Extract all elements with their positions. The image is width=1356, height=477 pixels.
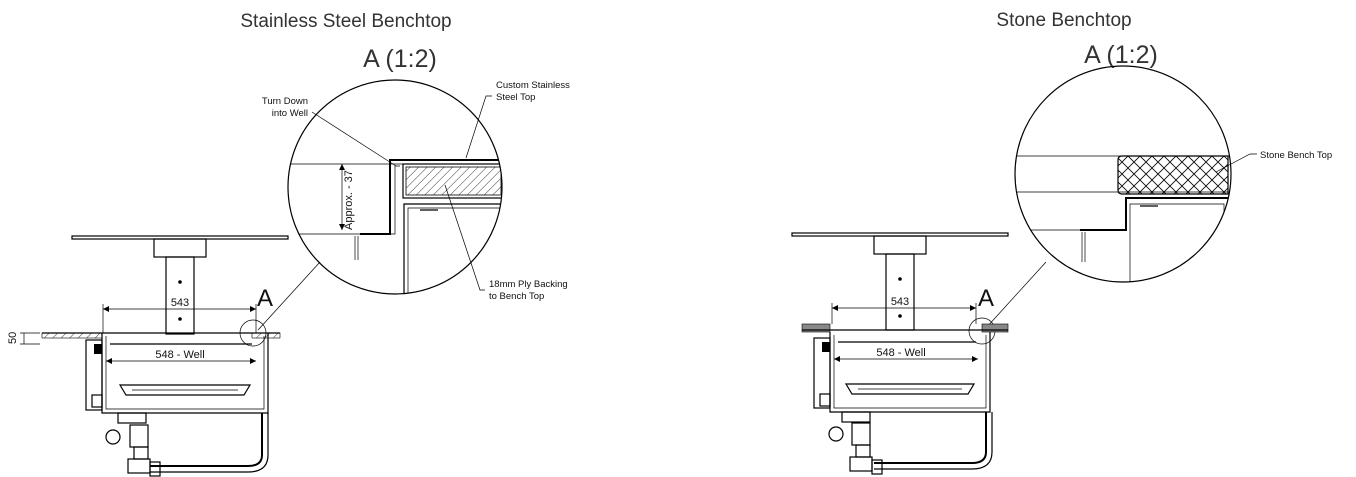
right-dimensions: 543 548 - Well bbox=[831, 296, 978, 362]
left-detail-marker: A bbox=[257, 285, 273, 312]
ply-backing-label-line1: 18mm Ply Backing bbox=[489, 279, 568, 290]
left-panel: Stainless Steel Benchtop A (1:2) Approx. bbox=[7, 11, 570, 477]
right-detail-marker: A bbox=[978, 285, 994, 312]
right-dim-543: 543 bbox=[891, 296, 909, 308]
left-approx-dimension: Approx. - 37 bbox=[343, 170, 355, 230]
left-detail-view: Approx. - 37 bbox=[287, 79, 503, 295]
turn-down-label-line1: Turn Down bbox=[262, 96, 308, 107]
right-detail-circle bbox=[1014, 65, 1232, 283]
custom-top-label-line1: Custom Stainless bbox=[496, 80, 570, 91]
right-dim-548-well: 548 - Well bbox=[876, 347, 925, 359]
right-panel: Stone Benchtop A (1:2) Stone Bench Top A bbox=[791, 10, 1332, 475]
right-unit bbox=[791, 232, 1009, 475]
right-detail-connector bbox=[985, 261, 1047, 329]
custom-top-label-line2: Steel Top bbox=[496, 92, 535, 103]
left-dimensions: 543 548 - Well 50 bbox=[7, 297, 257, 364]
ply-backing-label-line2: to Bench Top bbox=[489, 291, 544, 302]
right-panel-title: Stone Benchtop bbox=[996, 10, 1131, 31]
left-unit bbox=[41, 235, 289, 477]
left-detail-connector bbox=[257, 261, 321, 331]
stone-top-leader bbox=[1215, 153, 1257, 173]
right-detail-heading: A (1:2) bbox=[1084, 41, 1158, 69]
ply-backing-leader bbox=[444, 184, 485, 291]
custom-top-leader bbox=[465, 95, 492, 159]
turn-down-leader bbox=[311, 111, 397, 167]
left-detail-heading: A (1:2) bbox=[363, 45, 437, 73]
turn-down-label-line2: into Well bbox=[272, 108, 308, 119]
left-detail-circle bbox=[287, 79, 503, 295]
left-dim-50: 50 bbox=[7, 332, 19, 344]
stone-top-label: Stone Bench Top bbox=[1260, 150, 1332, 161]
right-detail-view bbox=[1014, 65, 1232, 283]
left-dim-548-well: 548 - Well bbox=[155, 349, 204, 361]
left-dim-543: 543 bbox=[171, 297, 189, 309]
left-panel-title: Stainless Steel Benchtop bbox=[240, 11, 451, 32]
